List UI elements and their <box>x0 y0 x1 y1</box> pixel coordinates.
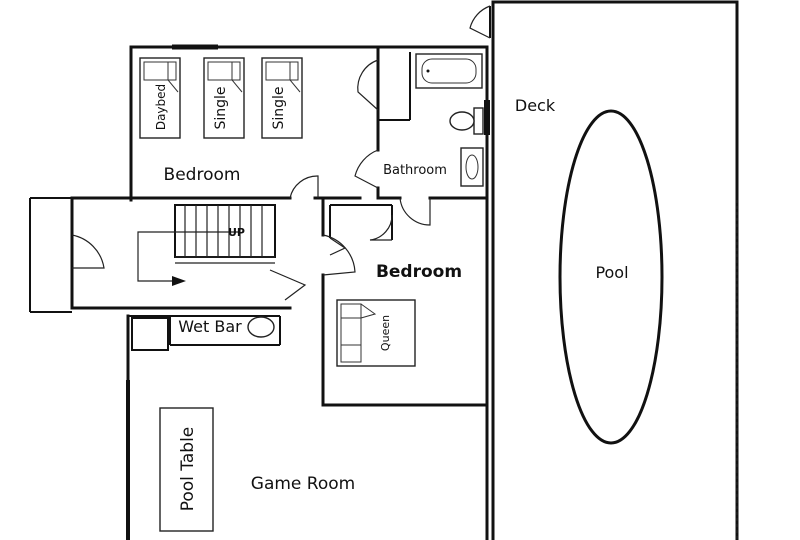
single-bed-2 <box>261 57 303 139</box>
room-label-bedroom-lower: Bedroom <box>376 262 462 282</box>
room-label-deck: Deck <box>515 96 556 115</box>
pool-table-label: Pool Table <box>178 427 198 512</box>
daybed-label: Daybed <box>154 84 168 130</box>
door-swings <box>71 59 431 301</box>
queen-bed <box>336 299 416 367</box>
pool-table <box>159 407 214 532</box>
single-bed-2-label: Single <box>271 86 287 129</box>
single-bed-1 <box>203 57 245 139</box>
sink <box>460 147 484 187</box>
queen-bed-label: Queen <box>379 315 392 351</box>
walls <box>29 44 490 540</box>
room-label-wet-bar: Wet Bar <box>178 317 242 336</box>
daybed <box>139 57 181 139</box>
deck-door-arc <box>469 5 491 39</box>
staircase <box>137 204 276 286</box>
deck-area <box>491 0 739 540</box>
single-bed-1-label: Single <box>213 86 229 129</box>
toilet <box>449 107 484 135</box>
stairs-up-label: UP <box>228 226 245 239</box>
room-label-pool: Pool <box>595 263 628 282</box>
bathtub <box>415 53 483 89</box>
room-label-bedroom-upper: Bedroom <box>164 165 241 185</box>
room-label-game-room: Game Room <box>251 474 355 494</box>
room-label-bathroom: Bathroom <box>383 163 447 178</box>
pool-outline <box>558 109 664 445</box>
wet-bar-sink <box>247 316 275 338</box>
